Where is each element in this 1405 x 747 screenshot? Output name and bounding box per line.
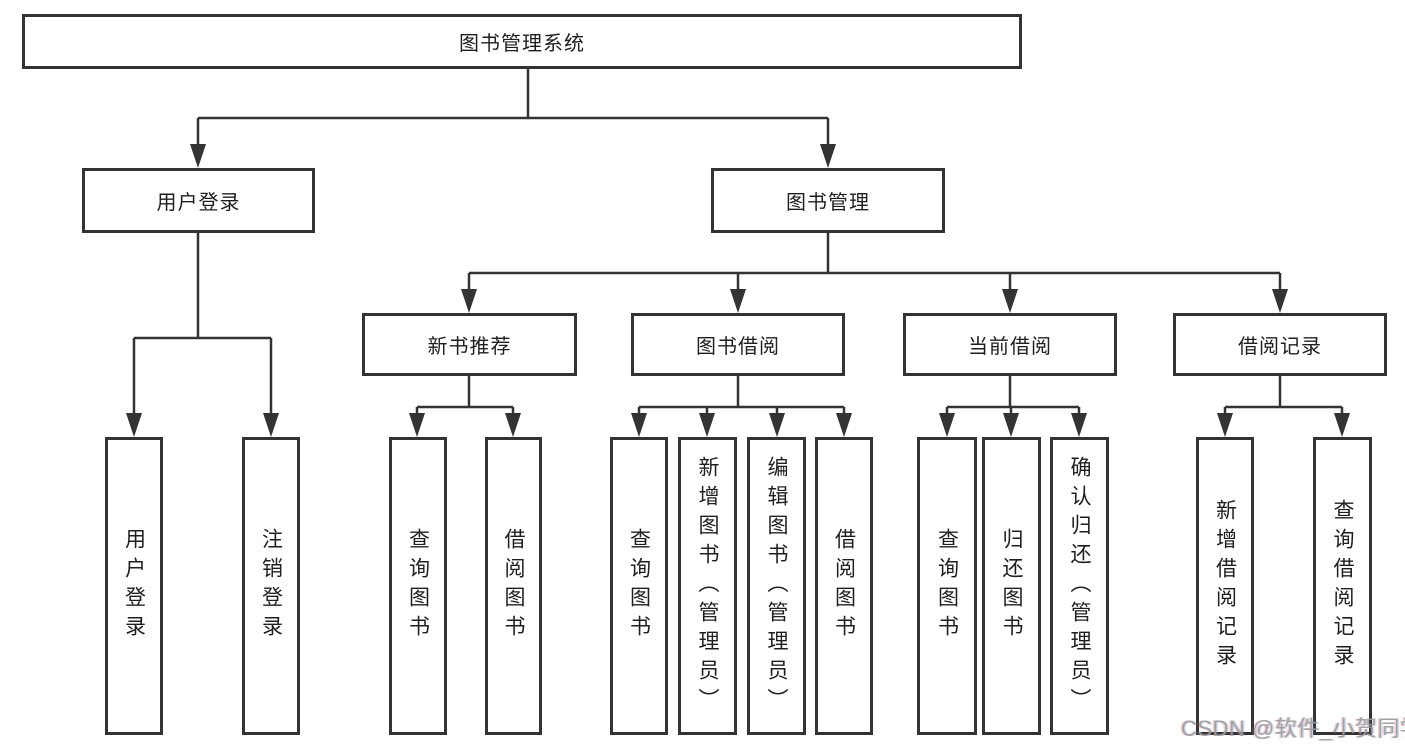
node-new-book-recommend: 新书推荐: [362, 313, 577, 376]
node-label: 图书管理: [786, 192, 870, 214]
leaf-borrow-books-borrowing: 借阅图书: [815, 437, 873, 735]
leaf-label: 查询图书: [935, 528, 959, 644]
leaf-label: 借阅图书: [502, 528, 525, 644]
leaf-add-books-admin: 新增图书（管理员）: [678, 437, 737, 735]
leaf-borrow-books-recommend: 借阅图书: [485, 437, 542, 735]
leaf-add-borrow-record: 新增借阅记录: [1196, 437, 1254, 735]
leaf-label: 借阅图书: [832, 528, 856, 644]
node-label: 新书推荐: [427, 336, 512, 358]
leaf-return-books: 归还图书: [982, 437, 1041, 735]
leaf-edit-books-admin: 编辑图书（管理员）: [747, 437, 806, 735]
node-label: 图书管理系统: [459, 33, 585, 55]
node-label: 借阅记录: [1238, 336, 1322, 358]
leaf-query-books-current: 查询图书: [917, 437, 977, 735]
leaf-label: 查询图书: [627, 528, 651, 644]
csdn-watermark: CSDN @软件_小贺同学: [1181, 716, 1405, 741]
leaf-label: 确认归还（管理员）: [1068, 455, 1091, 717]
node-label: 当前借阅: [968, 336, 1052, 358]
leaf-label: 用户登录: [122, 528, 146, 644]
node-current-borrowing: 当前借阅: [903, 313, 1117, 376]
node-user-login: 用户登录: [82, 168, 315, 233]
node-library-management-system: 图书管理系统: [22, 14, 1022, 69]
node-book-management: 图书管理: [711, 168, 945, 233]
leaf-label: 查询图书: [406, 528, 430, 644]
node-label: 用户登录: [156, 192, 241, 214]
leaf-user-login: 用户登录: [105, 437, 163, 735]
leaf-label: 查询借阅记录: [1331, 499, 1354, 673]
leaf-label: 编辑图书（管理员）: [765, 455, 788, 717]
leaf-query-borrow-record: 查询借阅记录: [1313, 437, 1372, 735]
leaf-label: 归还图书: [1000, 528, 1023, 644]
leaf-logout: 注销登录: [242, 437, 300, 735]
leaf-query-books-borrowing: 查询图书: [610, 437, 668, 735]
leaf-label: 注销登录: [259, 528, 283, 644]
node-label: 图书借阅: [696, 336, 780, 358]
leaf-label: 新增图书（管理员）: [696, 455, 719, 717]
node-borrowing-records: 借阅记录: [1173, 313, 1387, 376]
arrowheads: [126, 144, 1350, 437]
node-book-borrowing: 图书借阅: [631, 313, 845, 376]
leaf-label: 新增借阅记录: [1213, 499, 1237, 673]
leaf-query-books-recommend: 查询图书: [389, 437, 447, 735]
leaf-confirm-return-admin: 确认归还（管理员）: [1050, 437, 1109, 735]
